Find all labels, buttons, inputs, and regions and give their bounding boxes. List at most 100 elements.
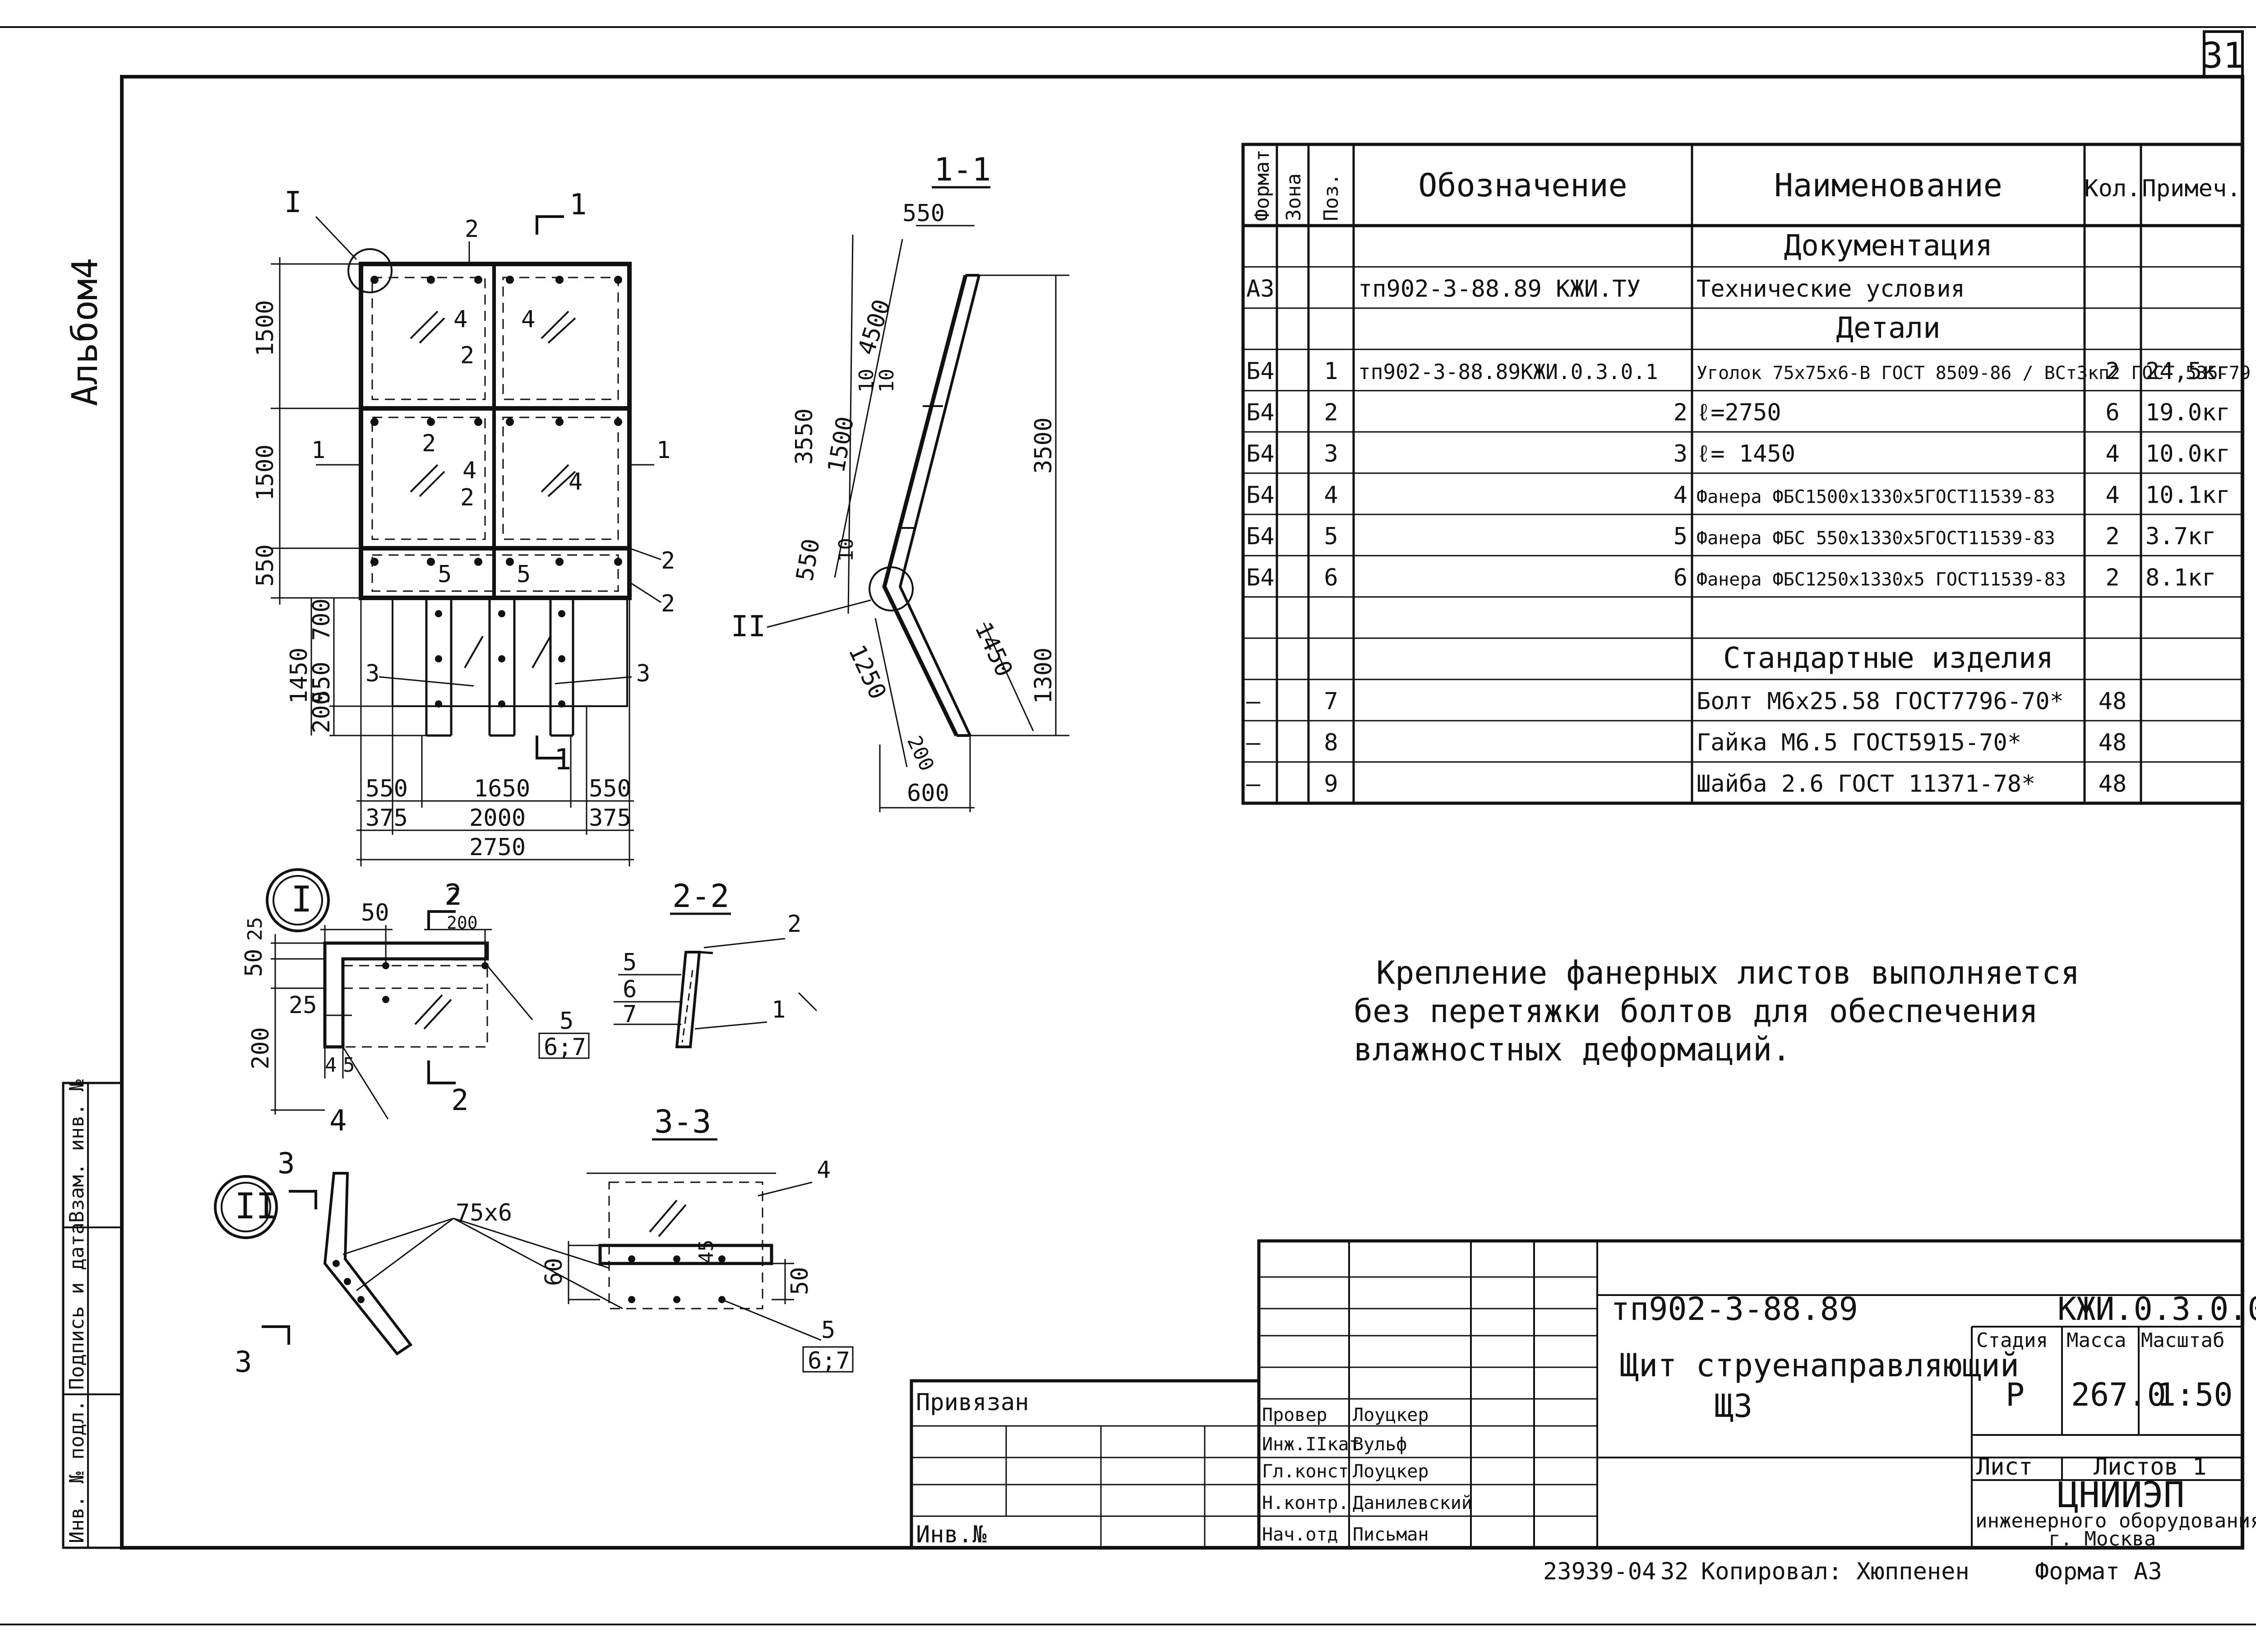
- detail-I-mark: I: [291, 879, 312, 920]
- tb-role-title: Провер: [1262, 1405, 1327, 1425]
- spec-cell-note: 24,5кг: [2145, 358, 2230, 385]
- detail-I: I 2 2 50 25 50 200 25 200 4 5 2 4: [240, 868, 590, 1138]
- tb-mass-header: Масса: [2066, 1329, 2126, 1352]
- section-3-3-title: 3-3: [654, 1103, 711, 1140]
- side-dim-3550: 3550: [791, 408, 818, 465]
- tb-role-name: Вульф: [1353, 1434, 1407, 1455]
- note-line-2: без перетяжки болтов для обеспечения: [1354, 993, 2038, 1030]
- stamp-vzam-inv: Взам. инв. №: [65, 1079, 88, 1223]
- tb-doc-code: КЖИ.0.3.0.0: [2057, 1291, 2256, 1328]
- front-pos-1-left: 1: [311, 437, 325, 464]
- tb-project-code: тп902-3-88.89: [1611, 1291, 1858, 1328]
- spec-cell-qty: 48: [2099, 729, 2127, 756]
- tb-title-2: Щ3: [1715, 1388, 1752, 1425]
- side-dim-1300: 1300: [1030, 648, 1057, 704]
- front-pos-4-b: 4: [521, 306, 535, 333]
- spec-cell-qty: 2: [2105, 358, 2119, 385]
- front-pos-4-c: 4: [462, 457, 476, 484]
- side-dim-10-c: 10: [835, 538, 858, 562]
- spec-cell-note: 8.1кг: [2145, 564, 2216, 591]
- spec-cell-fmt: —: [1246, 729, 1261, 756]
- footer: 23939-04 32 Копировал: Хюппенен Формат А…: [1543, 1558, 2162, 1585]
- front-pos-5-a: 5: [438, 561, 452, 588]
- tb-stage-header: Стадия: [1976, 1329, 2048, 1352]
- front-cut-1-top: 1: [569, 188, 587, 222]
- side-stamp: Инв. № подл. Подпись и дата Взам. инв. №: [62, 1079, 123, 1549]
- spec-header-format: Формат: [1251, 149, 1274, 221]
- detail-I-pos-2: 2: [447, 884, 461, 911]
- detail-I-pos-6-7: 6;7: [544, 1034, 586, 1061]
- footer-format: Формат А3: [2035, 1558, 2162, 1585]
- tb-role-title: Н.контр.: [1262, 1493, 1349, 1513]
- tb-mass: 267.0: [2071, 1376, 2166, 1413]
- tb-org-line2: инженерного оборудования: [1975, 1509, 2256, 1532]
- sec22-pos-5: 5: [623, 949, 637, 976]
- detail-I-cut-2-bottom: 2: [451, 1084, 469, 1117]
- spec-cell-code: 6: [1674, 564, 1687, 591]
- sec33-dim-60: 60: [541, 1258, 568, 1286]
- spec-cell-fmt: А3: [1246, 275, 1275, 302]
- side-dim-200: 200: [902, 732, 938, 775]
- dim-bottom-375-left: 375: [365, 805, 408, 832]
- tb-scale-header: Масштаб: [2141, 1329, 2224, 1352]
- tb-sheet-label: Лист: [1976, 1453, 2033, 1481]
- title-block: тп902-3-88.89 КЖИ.0.3.0.0 Щит струенапра…: [910, 1239, 2256, 1550]
- sec22-pos-7: 7: [623, 1001, 637, 1028]
- spec-cell-note: 10.1кг: [2145, 481, 2230, 509]
- side-dim-550-top: 550: [902, 200, 945, 227]
- dim-left-550-b: 550: [308, 662, 335, 704]
- spec-cell-name: Болт М6х25.58 ГОСТ7796-70*: [1697, 688, 2064, 715]
- spec-cell-qty: 4: [2105, 481, 2119, 509]
- spec-header-zone: Зона: [1282, 173, 1305, 221]
- section-2-2-title: 2-2: [672, 878, 729, 915]
- spec-cell-name: Шайба 2.6 ГОСТ 11371-78*: [1697, 770, 2035, 797]
- sec22-pos-6: 6: [623, 976, 637, 1003]
- spec-header-note: Примеч.: [2142, 175, 2241, 202]
- dim-left-550: 550: [252, 544, 279, 587]
- spec-cell-name: Технические условия: [1697, 275, 1965, 302]
- section-1-1-title: 1-1: [934, 151, 991, 188]
- tb-stage: Р: [2006, 1376, 2025, 1413]
- spec-cell-code: 2: [1674, 399, 1687, 426]
- spec-cell-pos: 7: [1324, 688, 1338, 715]
- tb-privyazan: Привязан: [916, 1389, 1029, 1416]
- front-pos-3-right: 3: [636, 660, 650, 687]
- detail-I-dim-5: 5: [343, 1054, 355, 1077]
- detail-II-callout-circle: [869, 566, 914, 611]
- dim-left-200: 200: [308, 691, 335, 733]
- front-pos-3-left: 3: [365, 660, 379, 687]
- front-pos-2-d: 2: [661, 547, 675, 574]
- footer-copy-no: 32: [1660, 1558, 1689, 1585]
- sec33-pos-6-7: 6;7: [808, 1347, 850, 1374]
- front-detail-I-mark: I: [284, 186, 302, 219]
- detail-II: II 3 3 75x6: [214, 1147, 623, 1379]
- detail-I-dim-50-left: 50: [240, 949, 268, 977]
- detail-I-dim-25: 25: [289, 992, 317, 1019]
- dim-bottom-2750: 2750: [469, 834, 526, 861]
- spec-cell-note: 10.0кг: [2145, 440, 2230, 467]
- spec-cell-pos: 9: [1324, 770, 1338, 797]
- spec-cell-note: 19.0кг: [2145, 399, 2230, 426]
- dim-bottom-1650: 1650: [474, 775, 530, 802]
- side-dim-1500: 1500: [823, 415, 860, 475]
- side-dim-3500: 3500: [1030, 417, 1057, 474]
- detail-I-dim-25-left: 25: [244, 917, 267, 941]
- stamp-signature-date: Подпись и дата: [65, 1222, 88, 1390]
- spec-cell-name: Гайка М6.5 ГОСТ5915-70*: [1697, 729, 2021, 756]
- spec-cell-code: 4: [1674, 481, 1687, 509]
- detail-I-pos-5: 5: [559, 1008, 573, 1035]
- detail-II-cut-3-bottom: 3: [235, 1346, 252, 1379]
- spec-header-name: Наименование: [1774, 167, 2002, 204]
- tb-title-1: Щит струенаправляющий: [1620, 1347, 2019, 1384]
- spec-cell-pos: 4: [1324, 481, 1338, 509]
- sec33-pos-4: 4: [817, 1157, 831, 1184]
- detail-I-dim-200-left: 200: [247, 1027, 274, 1069]
- detail-II-mark: II: [235, 1186, 277, 1227]
- detail-II-cut-3-top: 3: [277, 1147, 295, 1180]
- dim-left-1500-b: 1500: [252, 444, 279, 501]
- front-pos-2-a: 2: [460, 342, 474, 369]
- front-pos-2-e: 2: [661, 590, 675, 617]
- spec-cell-fmt: Б4: [1246, 564, 1275, 591]
- spec-cell-pos: 2: [1324, 399, 1338, 426]
- section-2-2: 2-2 2 5 6 7 1: [614, 878, 818, 1048]
